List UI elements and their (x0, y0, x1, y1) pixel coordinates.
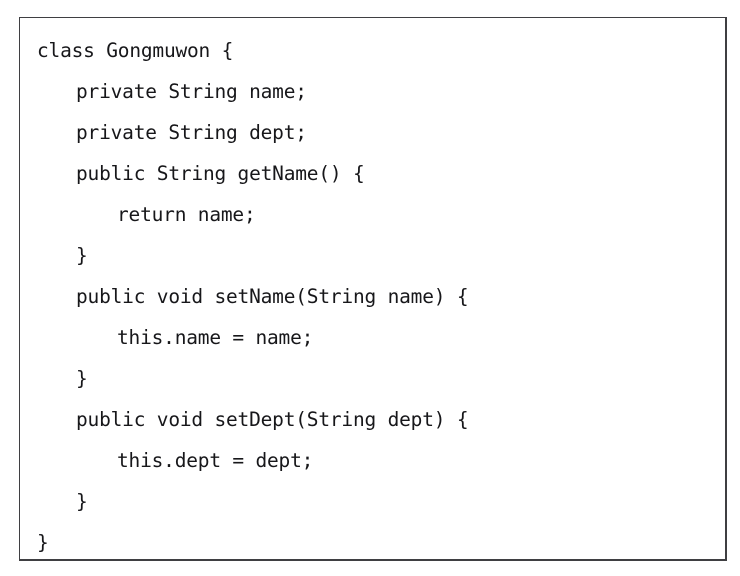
code-line: } (37, 531, 49, 554)
code-line: class Gongmuwon { (37, 39, 234, 62)
code-line: private String dept; (76, 121, 307, 144)
code-listing-frame: class Gongmuwon { private String name; pri… (19, 17, 727, 561)
code-line: this.dept = dept; (117, 449, 314, 472)
code-line: public String getName() { (76, 162, 365, 185)
code-line: } (76, 367, 88, 390)
code-line: } (76, 490, 88, 513)
code-listing: class Gongmuwon { private String name; pri… (20, 18, 725, 563)
code-line: public void setDept(String dept) { (76, 408, 469, 431)
code-line: return name; (117, 203, 256, 226)
code-line: this.name = name; (117, 326, 314, 349)
code-line: } (76, 244, 88, 267)
code-line: private String name; (76, 80, 307, 103)
code-line: public void setName(String name) { (76, 285, 469, 308)
